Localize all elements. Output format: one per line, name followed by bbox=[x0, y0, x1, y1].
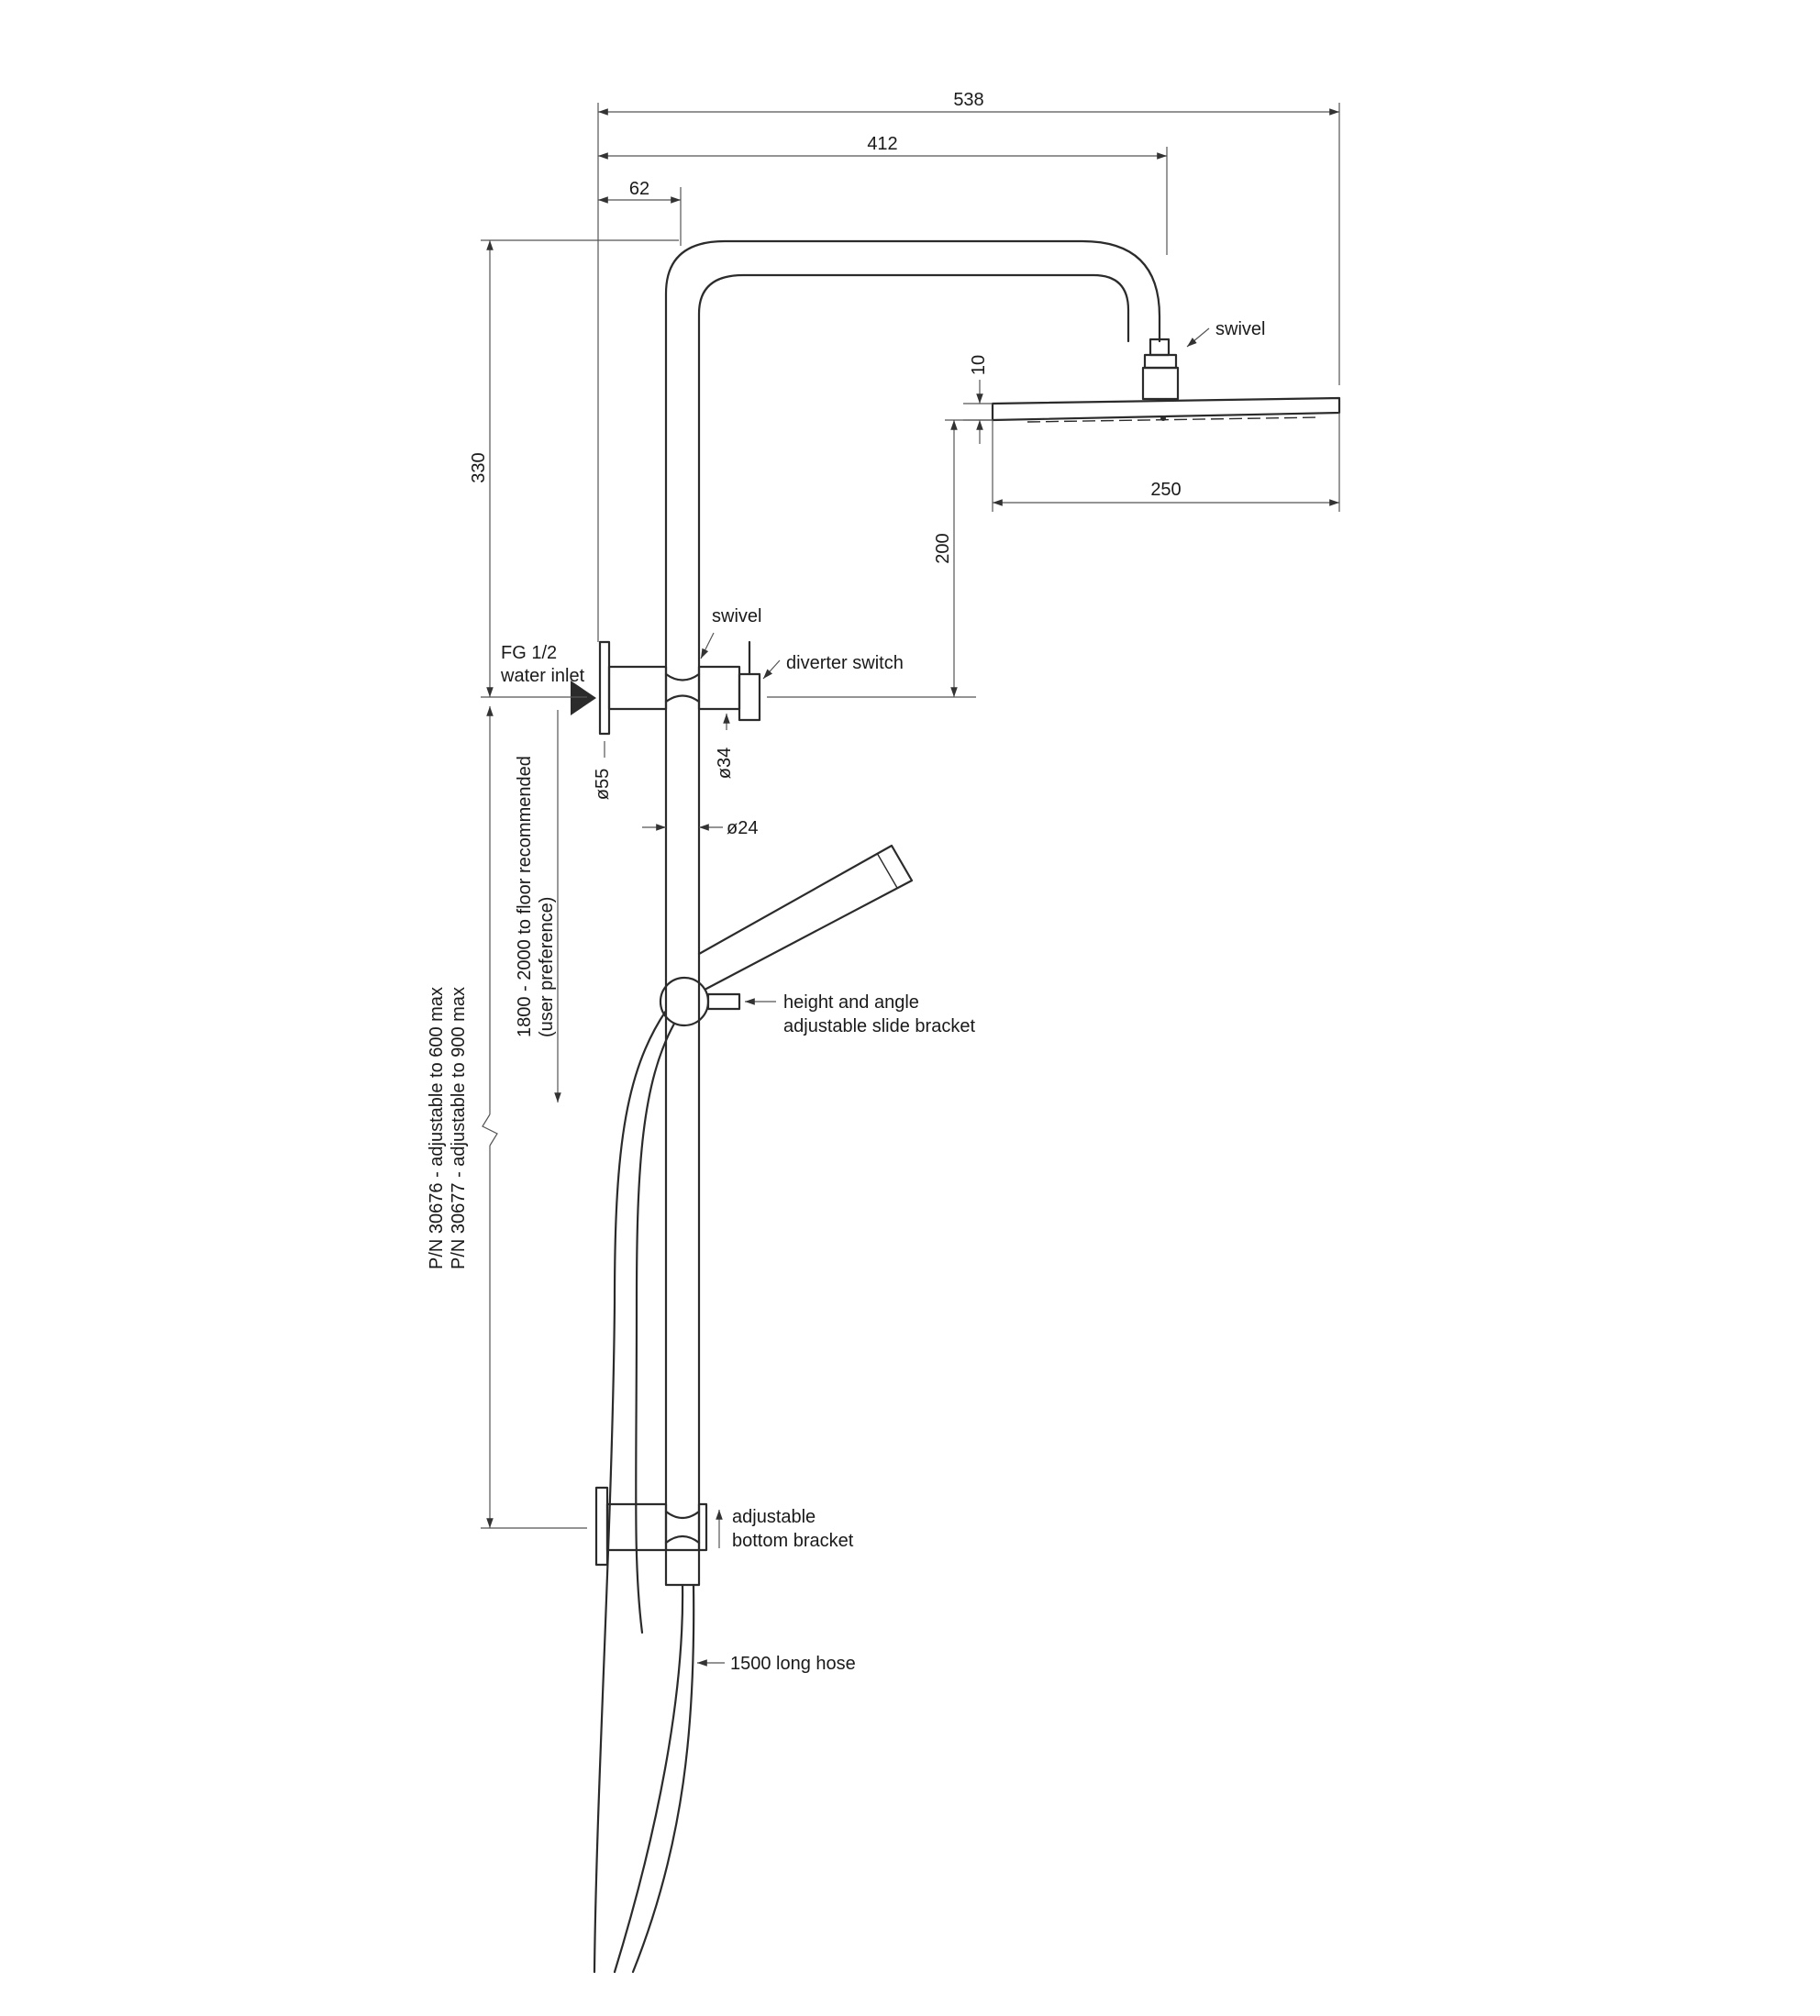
swivel-top-leader bbox=[1186, 327, 1210, 348]
bottom-bracket-label-line2: bottom bracket bbox=[732, 1531, 854, 1551]
dimension-200: 200 bbox=[767, 419, 993, 698]
diverter-switch-label: diverter switch bbox=[786, 653, 904, 673]
dimension-412-label: 412 bbox=[867, 134, 897, 154]
hose-label: 1500 long hose bbox=[730, 1654, 856, 1674]
bottom-bracket-label-line1: adjustable bbox=[732, 1507, 816, 1527]
dimension-10: 10 bbox=[963, 355, 993, 444]
swivel-top-label: swivel bbox=[1215, 319, 1265, 339]
water-inlet-arrow bbox=[571, 681, 596, 715]
part-number-label-line1: P/N 30676 - adjustable to 600 max bbox=[427, 987, 447, 1269]
dimension-o24-label: ø24 bbox=[727, 818, 758, 838]
dimension-330-label: 330 bbox=[469, 452, 489, 482]
dimension-250-label: 250 bbox=[1150, 480, 1181, 500]
swivel-mid-leader bbox=[700, 632, 715, 659]
dimension-538: 538 bbox=[597, 90, 1340, 642]
shower-head bbox=[991, 396, 1341, 423]
dimension-o55-label: ø55 bbox=[593, 769, 613, 800]
slide-bracket-label-line2: adjustable slide bracket bbox=[783, 1016, 975, 1036]
floor-height-label-line1: 1800 - 2000 to floor recommended bbox=[515, 756, 535, 1037]
dimension-538-label: 538 bbox=[953, 90, 983, 110]
rail-and-arm bbox=[664, 239, 1161, 1552]
water-inlet-label-line1: FG 1/2 bbox=[501, 643, 557, 663]
dimension-rail-length bbox=[481, 706, 587, 1529]
dimension-o24: ø24 bbox=[642, 818, 758, 838]
bottom-bracket bbox=[594, 1486, 708, 1587]
swivel-mid-label: swivel bbox=[712, 606, 761, 626]
slide-bracket bbox=[659, 976, 741, 1027]
dimension-62: 62 bbox=[598, 179, 682, 246]
part-number-label-line2: P/N 30677 - adjustable to 900 max bbox=[449, 987, 469, 1269]
wall-inlet-bracket bbox=[598, 640, 761, 736]
slide-bracket-label-line1: height and angle bbox=[783, 992, 919, 1013]
dimension-250: 250 bbox=[992, 413, 1340, 512]
dimension-10-label: 10 bbox=[969, 355, 989, 375]
dimension-330: 330 bbox=[469, 239, 679, 698]
dimension-412: 412 bbox=[598, 134, 1168, 255]
floor-height-label-line2: (user preference) bbox=[537, 897, 557, 1037]
shower-hose bbox=[593, 1009, 695, 1974]
dimension-200-label: 200 bbox=[933, 533, 953, 563]
hand-shower bbox=[697, 844, 914, 991]
dimension-o55: ø55 bbox=[593, 741, 613, 800]
dimension-o34: ø34 bbox=[715, 714, 735, 779]
dimension-o34-label: ø34 bbox=[715, 748, 735, 779]
head-swivel-joint bbox=[1141, 338, 1180, 401]
diverter-leader bbox=[762, 659, 781, 680]
water-inlet-label-line2: water inlet bbox=[500, 666, 585, 686]
dimension-62-label: 62 bbox=[629, 179, 649, 199]
